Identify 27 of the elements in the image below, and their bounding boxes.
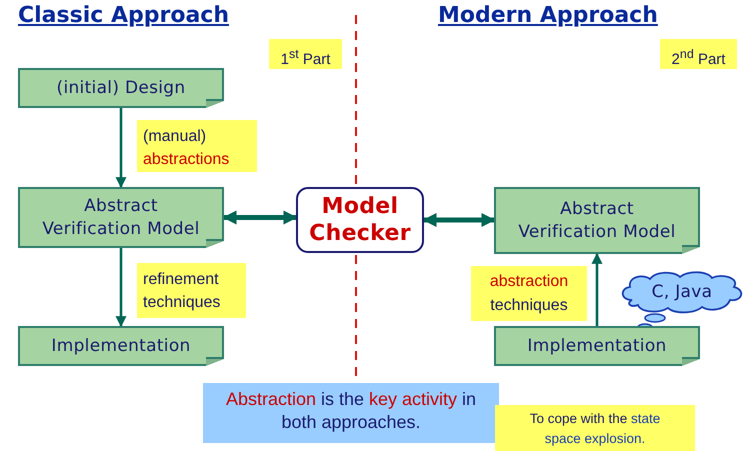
arrow (222, 210, 298, 224)
annotation-note: abstraction techniques (471, 266, 587, 321)
node-label: Implementation (526, 334, 668, 358)
section-heading: Classic Approach (18, 3, 229, 28)
note-box (18, 326, 224, 366)
note-box (494, 326, 700, 366)
node-label: Abstract Verification Model (41, 195, 201, 240)
node-label: Abstract Verification Model (517, 198, 677, 243)
arrow (116, 108, 126, 188)
note-box (18, 187, 224, 248)
rounded-box (296, 187, 424, 253)
key-message: Abstraction is the key activity in both approaches. (203, 383, 499, 443)
node-label: (initial) Design (56, 76, 186, 100)
node-label: Model Checker (308, 192, 412, 248)
part-tag: 1$^{st}$ Part (269, 39, 342, 69)
part-tag: 2$^{nd}$ Part (660, 39, 737, 69)
arrow (592, 252, 602, 326)
section-heading: Modern Approach (438, 3, 658, 28)
annotation-note: refinement techniques (137, 263, 246, 318)
arrow (116, 248, 126, 328)
node-label: C, Java (650, 280, 714, 304)
note-box (494, 187, 700, 254)
annotation-note: (manual) abstractions (137, 120, 257, 172)
arrow (422, 213, 496, 227)
note-box (18, 68, 224, 108)
footnote: To cope with the state space explosion. (495, 405, 695, 451)
node-label: Implementation (50, 334, 192, 358)
